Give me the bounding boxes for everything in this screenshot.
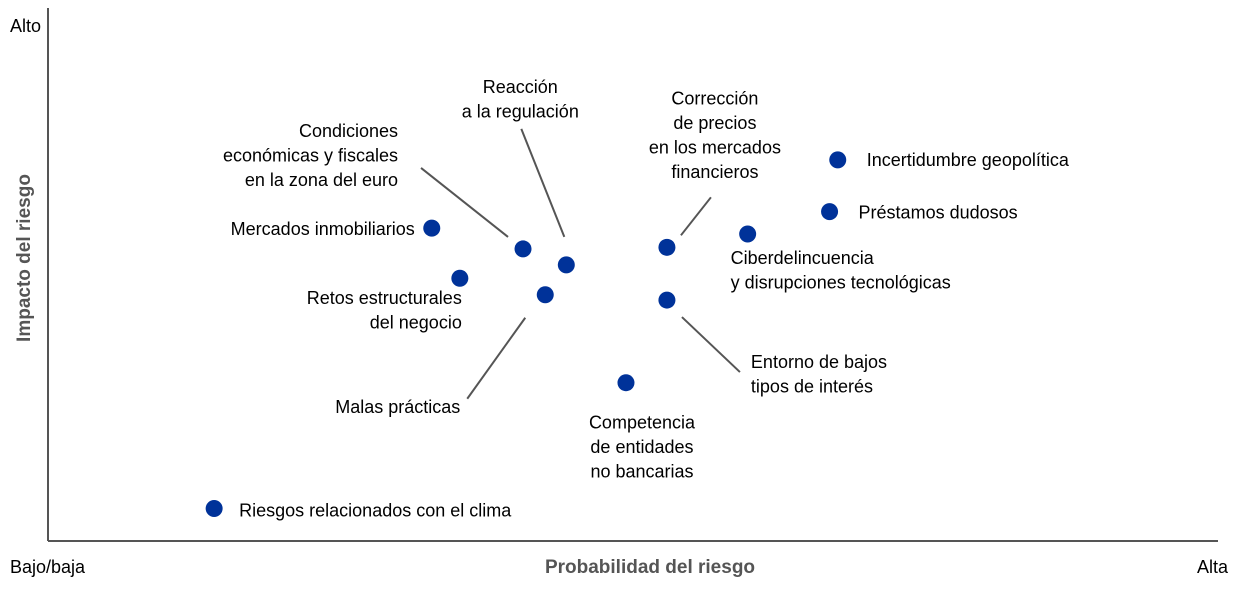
axes	[47, 8, 1218, 542]
data-point-retos	[451, 269, 469, 287]
point-label-line: Riesgos relacionados con el clima	[239, 500, 512, 520]
point-label-geopolitica: Incertidumbre geopolítica	[867, 150, 1070, 170]
point-label-retos: Retos estructurales del negocio	[307, 288, 462, 333]
point-label-line: Retos estructurales	[307, 288, 462, 308]
data-point-condiciones	[514, 240, 532, 258]
point-label-line: del negocio	[370, 313, 462, 333]
leader-line-reaccion	[520, 128, 566, 238]
point-label-line: y disrupciones tecnológicas	[731, 272, 951, 292]
data-point-ciber	[739, 225, 757, 243]
point-label-line: no bancarias	[590, 462, 693, 482]
point-label-line: en la zona del euro	[245, 170, 398, 190]
point-label-line: Mercados inmobiliarios	[231, 219, 415, 239]
point-label-line: tipos de interés	[751, 377, 873, 397]
x-axis-low-label: Bajo/baja	[10, 557, 86, 577]
x-axis-title: Probabilidad del riesgo	[545, 557, 755, 578]
point-label-line: a la regulación	[462, 101, 579, 121]
point-label-line: Préstamos dudosos	[859, 203, 1018, 223]
point-label-reaccion: Reacción a la regulación	[462, 77, 579, 122]
y-axis-high-label: Alto	[10, 16, 41, 36]
point-label-line: de entidades	[590, 437, 693, 457]
data-point-reaccion	[557, 256, 575, 274]
point-label-ciber: Ciberdelincuencia y disrupciones tecnológ…	[731, 248, 951, 293]
point-label-line: financieros	[671, 162, 758, 182]
point-label-line: Entorno de bajos	[751, 352, 887, 372]
point-label-line: Condiciones	[299, 121, 398, 141]
point-label-line: Corrección	[671, 88, 758, 108]
point-label-line: en los mercados	[649, 137, 781, 157]
x-axis-high-label: Alta	[1197, 557, 1229, 577]
point-label-clima: Riesgos relacionados con el clima	[239, 500, 512, 520]
leader-line-malas	[466, 317, 527, 400]
data-point-inmobiliarios	[423, 219, 441, 237]
point-label-inmobiliarios: Mercados inmobiliarios	[231, 219, 415, 239]
point-labels: Riesgos relacionados con el clima Mercado…	[223, 77, 1070, 521]
point-label-line: Competencia	[589, 413, 696, 433]
point-label-malas: Malas prácticas	[335, 397, 460, 417]
data-point-malas	[536, 286, 554, 304]
data-point-dudosos	[821, 203, 839, 221]
data-point-geopolitica	[829, 151, 847, 169]
data-points	[205, 151, 847, 517]
point-label-line: Ciberdelincuencia	[731, 248, 875, 268]
point-label-line: Incertidumbre geopolítica	[867, 150, 1070, 170]
y-axis-title: Impacto del riesgo	[14, 174, 35, 342]
data-point-correccion	[658, 238, 676, 256]
leader-line-bajos	[681, 316, 741, 373]
leader-line-condiciones	[420, 167, 509, 238]
point-label-line: económicas y fiscales	[223, 145, 398, 165]
leader-line-correccion	[680, 196, 712, 236]
leader-lines	[420, 128, 741, 400]
data-point-clima	[205, 499, 223, 517]
point-label-line: de precios	[673, 113, 756, 133]
data-point-bajos	[658, 291, 676, 309]
point-label-bajos: Entorno de bajos tipos de interés	[751, 352, 887, 397]
point-label-competencia: Competencia de entidades no bancarias	[589, 413, 696, 482]
point-label-line: Malas prácticas	[335, 397, 460, 417]
point-label-condiciones: Condiciones económicas y fiscales en la zo…	[223, 121, 398, 190]
point-label-correccion: Corrección de precios en los mercados finan…	[649, 88, 781, 182]
data-point-competencia	[617, 374, 635, 392]
point-label-dudosos: Préstamos dudosos	[859, 203, 1018, 223]
point-label-line: Reacción	[483, 77, 558, 97]
